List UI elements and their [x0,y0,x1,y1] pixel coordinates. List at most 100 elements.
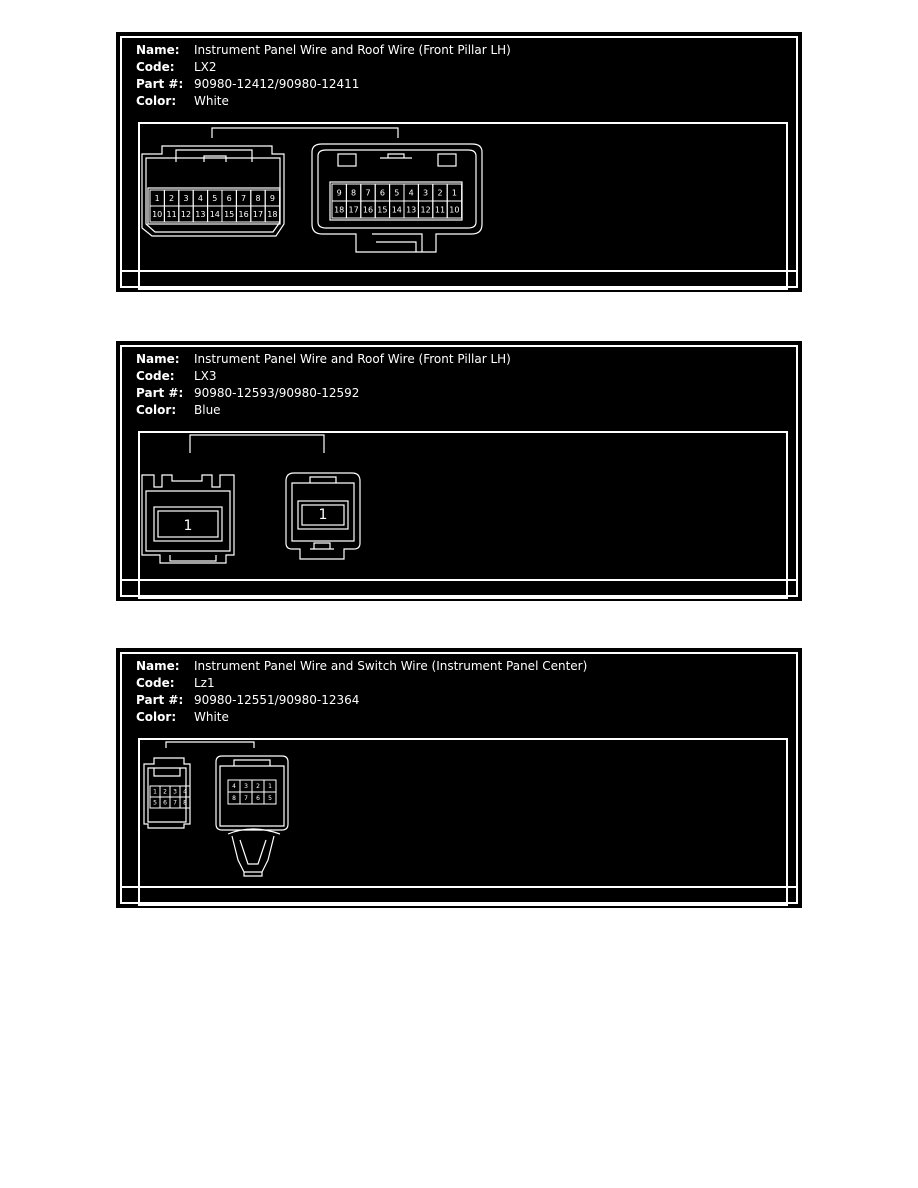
lx3-drawing: 1 1 [141,434,361,564]
connector-diagram: 1 1 [138,431,788,599]
bottom-strip [122,579,796,595]
pin-number: 1 [268,783,272,790]
connector-code: Lz1 [194,676,215,690]
panel-frame: Name: Instrument Panel Wire and Roof Wire… [120,345,798,599]
pin-number: 2 [256,783,260,790]
pin-number: 7 [244,795,248,802]
pin-number: 11 [167,210,177,219]
pin-number: 9 [337,188,342,197]
name-label: Name: [136,352,180,366]
pin-1-left: 1 [184,518,193,534]
pin-number: 10 [449,205,459,214]
pin-number: 9 [270,194,275,203]
pin-1-right: 1 [319,507,328,523]
part-label: Part #: [136,77,184,91]
name-label: Name: [136,43,180,57]
pin-number: 11 [435,205,445,214]
connector-panel-lx3: Name: Instrument Panel Wire and Roof Wire… [116,341,802,601]
pin-number: 18 [267,210,277,219]
pin-number: 3 [183,194,188,203]
pin-number: 8 [232,795,236,802]
code-label: Code: [136,369,175,383]
pin-number: 1 [155,194,160,203]
pin-number: 7 [241,194,246,203]
connector-color: White [194,710,229,724]
pin-number: 8 [183,800,187,807]
pin-cell [263,791,277,805]
pin-number: 14 [210,210,220,219]
code-label: Code: [136,60,175,74]
pin-number: 4 [198,194,203,203]
pin-number: 8 [255,194,260,203]
panel-frame: Name: Instrument Panel Wire and Roof Wire… [120,36,798,290]
pin-number: 13 [195,210,205,219]
pin-cell [264,205,281,223]
pin-number: 5 [153,800,157,807]
connector-panel-lx2: Name: Instrument Panel Wire and Roof Wire… [116,32,802,292]
connector-info: Name: Instrument Panel Wire and Switch Wi… [136,658,587,726]
pin-number: 15 [224,210,234,219]
pin-number: 12 [181,210,191,219]
connector-code: LX2 [194,60,217,74]
color-label: Color: [136,94,177,108]
code-label: Code: [136,676,175,690]
color-label: Color: [136,403,177,417]
pin-cell [446,200,463,219]
pin-number: 13 [406,205,416,214]
pin-number: 7 [173,800,177,807]
pin-number: 10 [152,210,162,219]
connector-name: Instrument Panel Wire and Roof Wire (Fro… [194,352,511,366]
pin-number: 15 [377,205,387,214]
pin-number: 5 [212,194,217,203]
pin-number: 2 [437,188,442,197]
pin-number: 5 [394,188,399,197]
pin-number: 3 [173,789,177,796]
connector-color: Blue [194,403,221,417]
pin-number: 17 [253,210,263,219]
part-label: Part #: [136,693,184,707]
pin-number: 4 [183,789,187,796]
connector-code: LX3 [194,369,217,383]
part-number: 90980-12412/90980-12411 [194,77,360,91]
connector-name: Instrument Panel Wire and Switch Wire (I… [194,659,588,673]
pin-number: 12 [421,205,431,214]
right-pin-grid: 4 3 2 1 8 7 6 5 [227,779,277,805]
pin-number: 3 [423,188,428,197]
bottom-strip [122,270,796,286]
pin-number: 17 [349,205,359,214]
pin-number: 4 [232,783,236,790]
pin-number: 8 [351,188,356,197]
pin-cell [179,796,191,809]
pin-number: 14 [392,205,402,214]
bottom-strip [122,886,796,902]
pin-number: 5 [268,795,272,802]
panel-frame: Name: Instrument Panel Wire and Switch Wi… [120,652,798,906]
connector-info: Name: Instrument Panel Wire and Roof Wire… [136,42,511,110]
connector-panel-lz1: Name: Instrument Panel Wire and Switch Wi… [116,648,802,908]
pin-number: 6 [227,194,232,203]
part-number: 90980-12593/90980-12592 [194,386,360,400]
pin-number: 16 [239,210,249,219]
pin-number: 1 [452,188,457,197]
part-label: Part #: [136,386,184,400]
pin-number: 1 [153,789,157,796]
connector-info: Name: Instrument Panel Wire and Roof Wire… [136,351,511,419]
pin-number: 6 [163,800,167,807]
connector-name: Instrument Panel Wire and Roof Wire (Fro… [194,43,511,57]
name-label: Name: [136,659,180,673]
pin-number: 2 [163,789,167,796]
pin-number: 4 [409,188,414,197]
pin-number: 2 [169,194,174,203]
pin-number: 16 [363,205,373,214]
pin-number: 18 [334,205,344,214]
pin-number: 6 [256,795,260,802]
pin-number: 6 [380,188,385,197]
color-label: Color: [136,710,177,724]
pin-number: 3 [244,783,248,790]
